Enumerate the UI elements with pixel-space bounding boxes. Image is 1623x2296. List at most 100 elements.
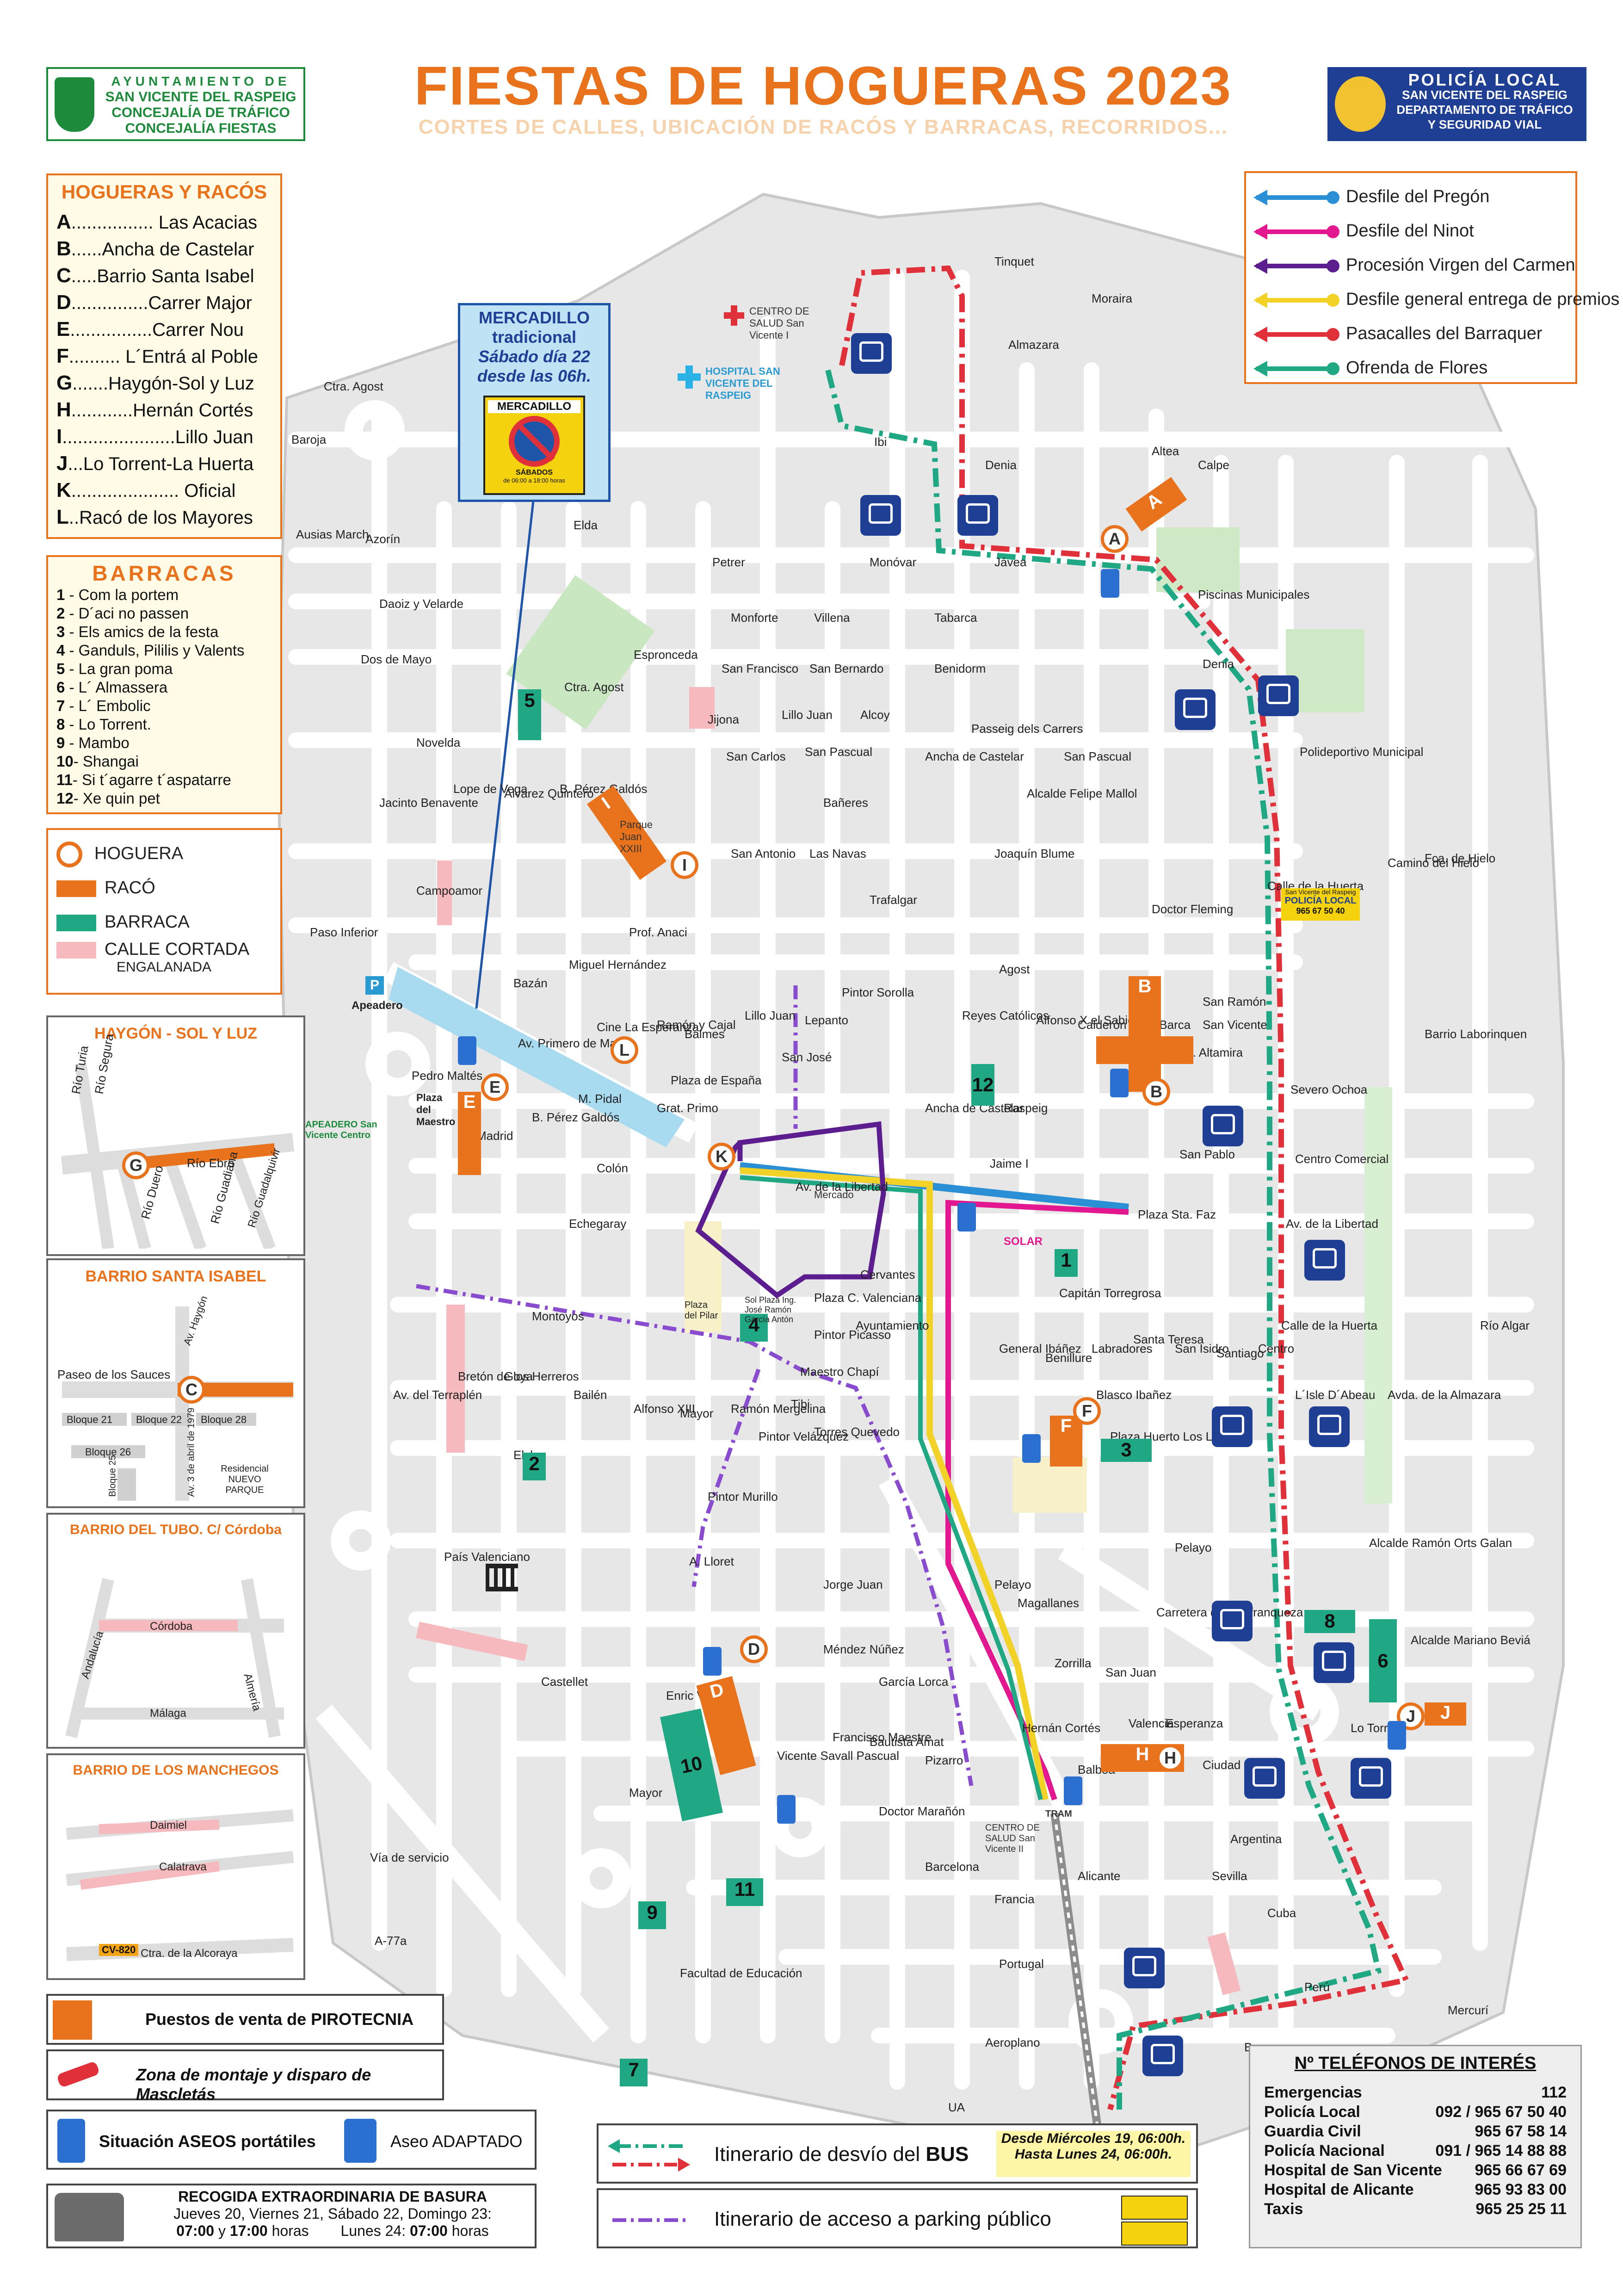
hoguera-marker-c[interactable]: C	[178, 1376, 205, 1404]
hoguera-marker-d[interactable]: D	[740, 1635, 768, 1663]
hoguera-marker-h[interactable]: H	[1156, 1744, 1184, 1772]
hoguera-list-item: D...............Carrer Major	[56, 289, 272, 316]
bus-word: BUS	[926, 2143, 969, 2166]
hoguera-name: ............Hernán Cortés	[71, 400, 253, 421]
street-label: Trafalgar	[870, 893, 918, 907]
street-label: Barcelona	[925, 1860, 980, 1874]
portable-toilet-icon	[1064, 1776, 1082, 1805]
raco-f[interactable]: F	[1050, 1416, 1082, 1467]
route-pasacalles	[839, 265, 1410, 2110]
barraca-6[interactable]: 6	[1369, 1619, 1397, 1702]
street-label: Jijona	[708, 712, 739, 726]
street-label: Las Navas	[809, 847, 866, 860]
hoguera-marker-b[interactable]: B	[1142, 1078, 1170, 1106]
hoguera-marker-g[interactable]: G	[122, 1151, 150, 1179]
street-label: Av. del Terraplén	[393, 1388, 482, 1402]
street-label: Jacinto Benavente	[379, 796, 478, 810]
hoguera-marker-a[interactable]: A	[1101, 525, 1129, 553]
barraca-8[interactable]: 8	[1304, 1610, 1355, 1633]
barraca-11[interactable]: 11	[726, 1878, 763, 1906]
phone-number: 092 / 965 67 50 40	[1435, 2103, 1567, 2121]
route-ofrenda	[825, 369, 1382, 2110]
hoguera-marker-f[interactable]: F	[1073, 1397, 1101, 1425]
police-line-3: DEPARTAMENTO DE TRÁFICO	[1396, 103, 1573, 117]
street-label: Miguel Hernández	[569, 958, 667, 972]
barraca-list-item: 8 - Lo Torrent.	[56, 715, 272, 734]
street-label: Tinquet	[994, 254, 1034, 268]
street-label: Alfonso XIII	[634, 1402, 695, 1416]
route-legend-label: Desfile del Ninot	[1346, 221, 1474, 241]
barraca-3[interactable]: 3	[1101, 1439, 1152, 1462]
basura-line1: Jueves 20, Viernes 21, Sábado 22, Doming…	[173, 2205, 492, 2222]
hoguera-name: ......Ancha de Castelar	[71, 239, 254, 260]
policia-badge-top: San Vicente del Raspeig	[1285, 888, 1356, 896]
barraca-number: 4	[56, 642, 65, 659]
street-label: Zorrilla	[1055, 1656, 1092, 1670]
bus-stop-icon	[957, 495, 998, 536]
portable-toilet-icon	[458, 1036, 476, 1065]
route-legend-item: Desfile del Ninot	[1253, 214, 1565, 248]
route-arrow-icon	[1253, 326, 1339, 342]
raco-j[interactable]: J	[1425, 1702, 1466, 1726]
hoguera-name: .......... L´Entrá al Poble	[68, 347, 258, 367]
mercadillo-sign-title: MERCADILLO	[488, 400, 580, 413]
street-label: Valencia	[1129, 1716, 1174, 1730]
sol-plaza-label: Sol Plaza Ing. José Ramón García Antón	[745, 1295, 796, 1324]
pirotecnia-label: Puestos de venta de PIROTECNIA	[145, 2010, 414, 2029]
raco-e[interactable]: E	[458, 1092, 481, 1175]
barraca-name: - D´aci no passen	[65, 605, 189, 622]
street-label: Pelayo	[994, 1578, 1031, 1591]
street-label: Pintor Murillo	[708, 1490, 778, 1504]
logo-line-3: CONCEJALÍA DE TRÁFICO	[111, 105, 290, 120]
street-label: Tabarca	[934, 611, 977, 625]
street-label: País Valenciano	[444, 1550, 530, 1564]
hoguera-marker-i[interactable]: I	[671, 851, 698, 879]
barraca-4[interactable]: 4	[740, 1314, 768, 1342]
street-label: Moraira	[1092, 291, 1133, 305]
barraca-2[interactable]: 2	[523, 1453, 546, 1480]
street-label: Denia	[985, 458, 1017, 472]
barraca-name: - Com la portem	[65, 586, 179, 603]
town-hall-icon	[486, 1564, 518, 1591]
bus-stop-icon	[860, 495, 901, 536]
street-label: Pedro Maltés	[412, 1069, 483, 1083]
barraca-1[interactable]: 1	[1055, 1249, 1078, 1277]
hoguera-marker-j[interactable]: J	[1397, 1702, 1425, 1730]
hoguera-list-item: H............Hernán Cortés	[56, 396, 272, 423]
hoguera-marker-l[interactable]: L	[611, 1036, 638, 1064]
barraca-9[interactable]: 9	[638, 1901, 666, 1929]
hoguera-marker-e[interactable]: E	[481, 1073, 509, 1101]
inset-tubo-title: BARRIO DEL TUBO. C/ Córdoba	[70, 1522, 282, 1537]
bus-dates-2: Hasta Lunes 24, 06:00h.	[1014, 2147, 1173, 2162]
hoguera-list-item: J...Lo Torrent-La Huerta	[56, 450, 272, 477]
route-general	[740, 1167, 1049, 1801]
street-label: Echegaray	[569, 1217, 627, 1231]
hoguera-name: ................Carrer Nou	[70, 320, 244, 340]
barraca-12[interactable]: 12	[971, 1064, 994, 1106]
street-label: Pintor Sorolla	[842, 985, 914, 999]
pirotecnia-legend: Puestos de venta de PIROTECNIA	[46, 1994, 444, 2045]
street-label: Doctor Fleming	[1152, 902, 1234, 916]
barraca-5[interactable]: 5	[518, 689, 541, 740]
street-label: General Ibáñez	[999, 1342, 1081, 1355]
street-label: San Bernardo	[809, 662, 884, 675]
logo-line-2: SAN VICENTE DEL RASPEIG	[105, 89, 296, 105]
hoguera-letter: G	[56, 371, 73, 394]
street-label: Elda	[574, 518, 598, 532]
phones-title: Nº TELÉFONOS DE INTERÉS	[1294, 2054, 1537, 2073]
phone-number: 965 25 25 11	[1475, 2200, 1567, 2218]
raco-b[interactable]: B	[1129, 976, 1161, 1092]
street-label: Benidorm	[934, 662, 986, 675]
street-label: Paso Inferior	[310, 925, 378, 939]
street-label: Prof. Anaci	[629, 925, 687, 939]
mercadillo-sign-line2: de 06:00 a 18:00 horas	[503, 477, 565, 484]
inset-street-sauces: Paseo de los Sauces	[57, 1368, 171, 1381]
inset-street-cordoba: Córdoba	[150, 1620, 193, 1633]
street-label: San Carlos	[726, 749, 786, 763]
barraca-7[interactable]: 7	[620, 2059, 648, 2086]
hoguera-marker-k[interactable]: K	[708, 1143, 735, 1170]
barraca-number: 11	[56, 771, 73, 788]
street-label: Ancha de Castelar	[925, 749, 1024, 763]
